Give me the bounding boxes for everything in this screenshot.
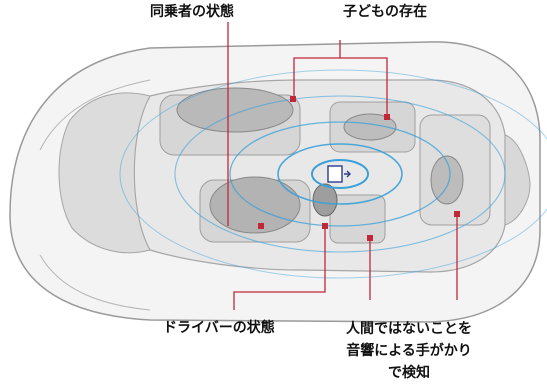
label-nonhuman-line-1: 人間ではないことを: [346, 321, 472, 337]
driver-figure: [209, 176, 301, 234]
label-driver-state: ドライバーの状態: [163, 320, 275, 336]
label-child-presence: 子どもの存在: [343, 4, 427, 20]
windshield: [58, 92, 151, 254]
marker-dog: [454, 211, 460, 217]
passenger-figure: [176, 87, 294, 133]
marker-nonhuman: [367, 235, 373, 241]
wave-ring-5: [119, 69, 547, 279]
marker-passenger: [290, 96, 296, 102]
rear-window: [504, 134, 531, 226]
label-nonhuman-line-3: で検知: [388, 365, 430, 381]
steering-wheel: [312, 183, 338, 217]
driver-leader: [233, 228, 326, 310]
seat-rear-right: [329, 194, 386, 244]
label-nonhuman-line-2: 音響による手がかり: [346, 343, 472, 359]
marker-child: [384, 114, 390, 120]
car-body: [9, 41, 541, 323]
markers: [258, 96, 460, 241]
child-figure: [343, 113, 397, 141]
marker-driver-2: [322, 223, 328, 229]
wave-ring-4: [174, 95, 506, 253]
wave-ring-2: [277, 143, 403, 205]
wave-ring-1: [311, 159, 369, 189]
hood-line-top: [39, 79, 151, 151]
sensing-waves: [119, 69, 547, 279]
leader-lines: [227, 22, 458, 310]
label-nonhuman-detection: 人間ではないことを 音響による手がかり で検知: [326, 318, 492, 384]
label-passenger-state: 同乗者の状態: [150, 4, 234, 20]
wave-ring-3: [229, 121, 451, 227]
hood-line-bottom: [39, 254, 151, 311]
dog-figure: [430, 155, 464, 205]
sensor-device: [327, 165, 351, 183]
marker-driver: [258, 223, 264, 229]
